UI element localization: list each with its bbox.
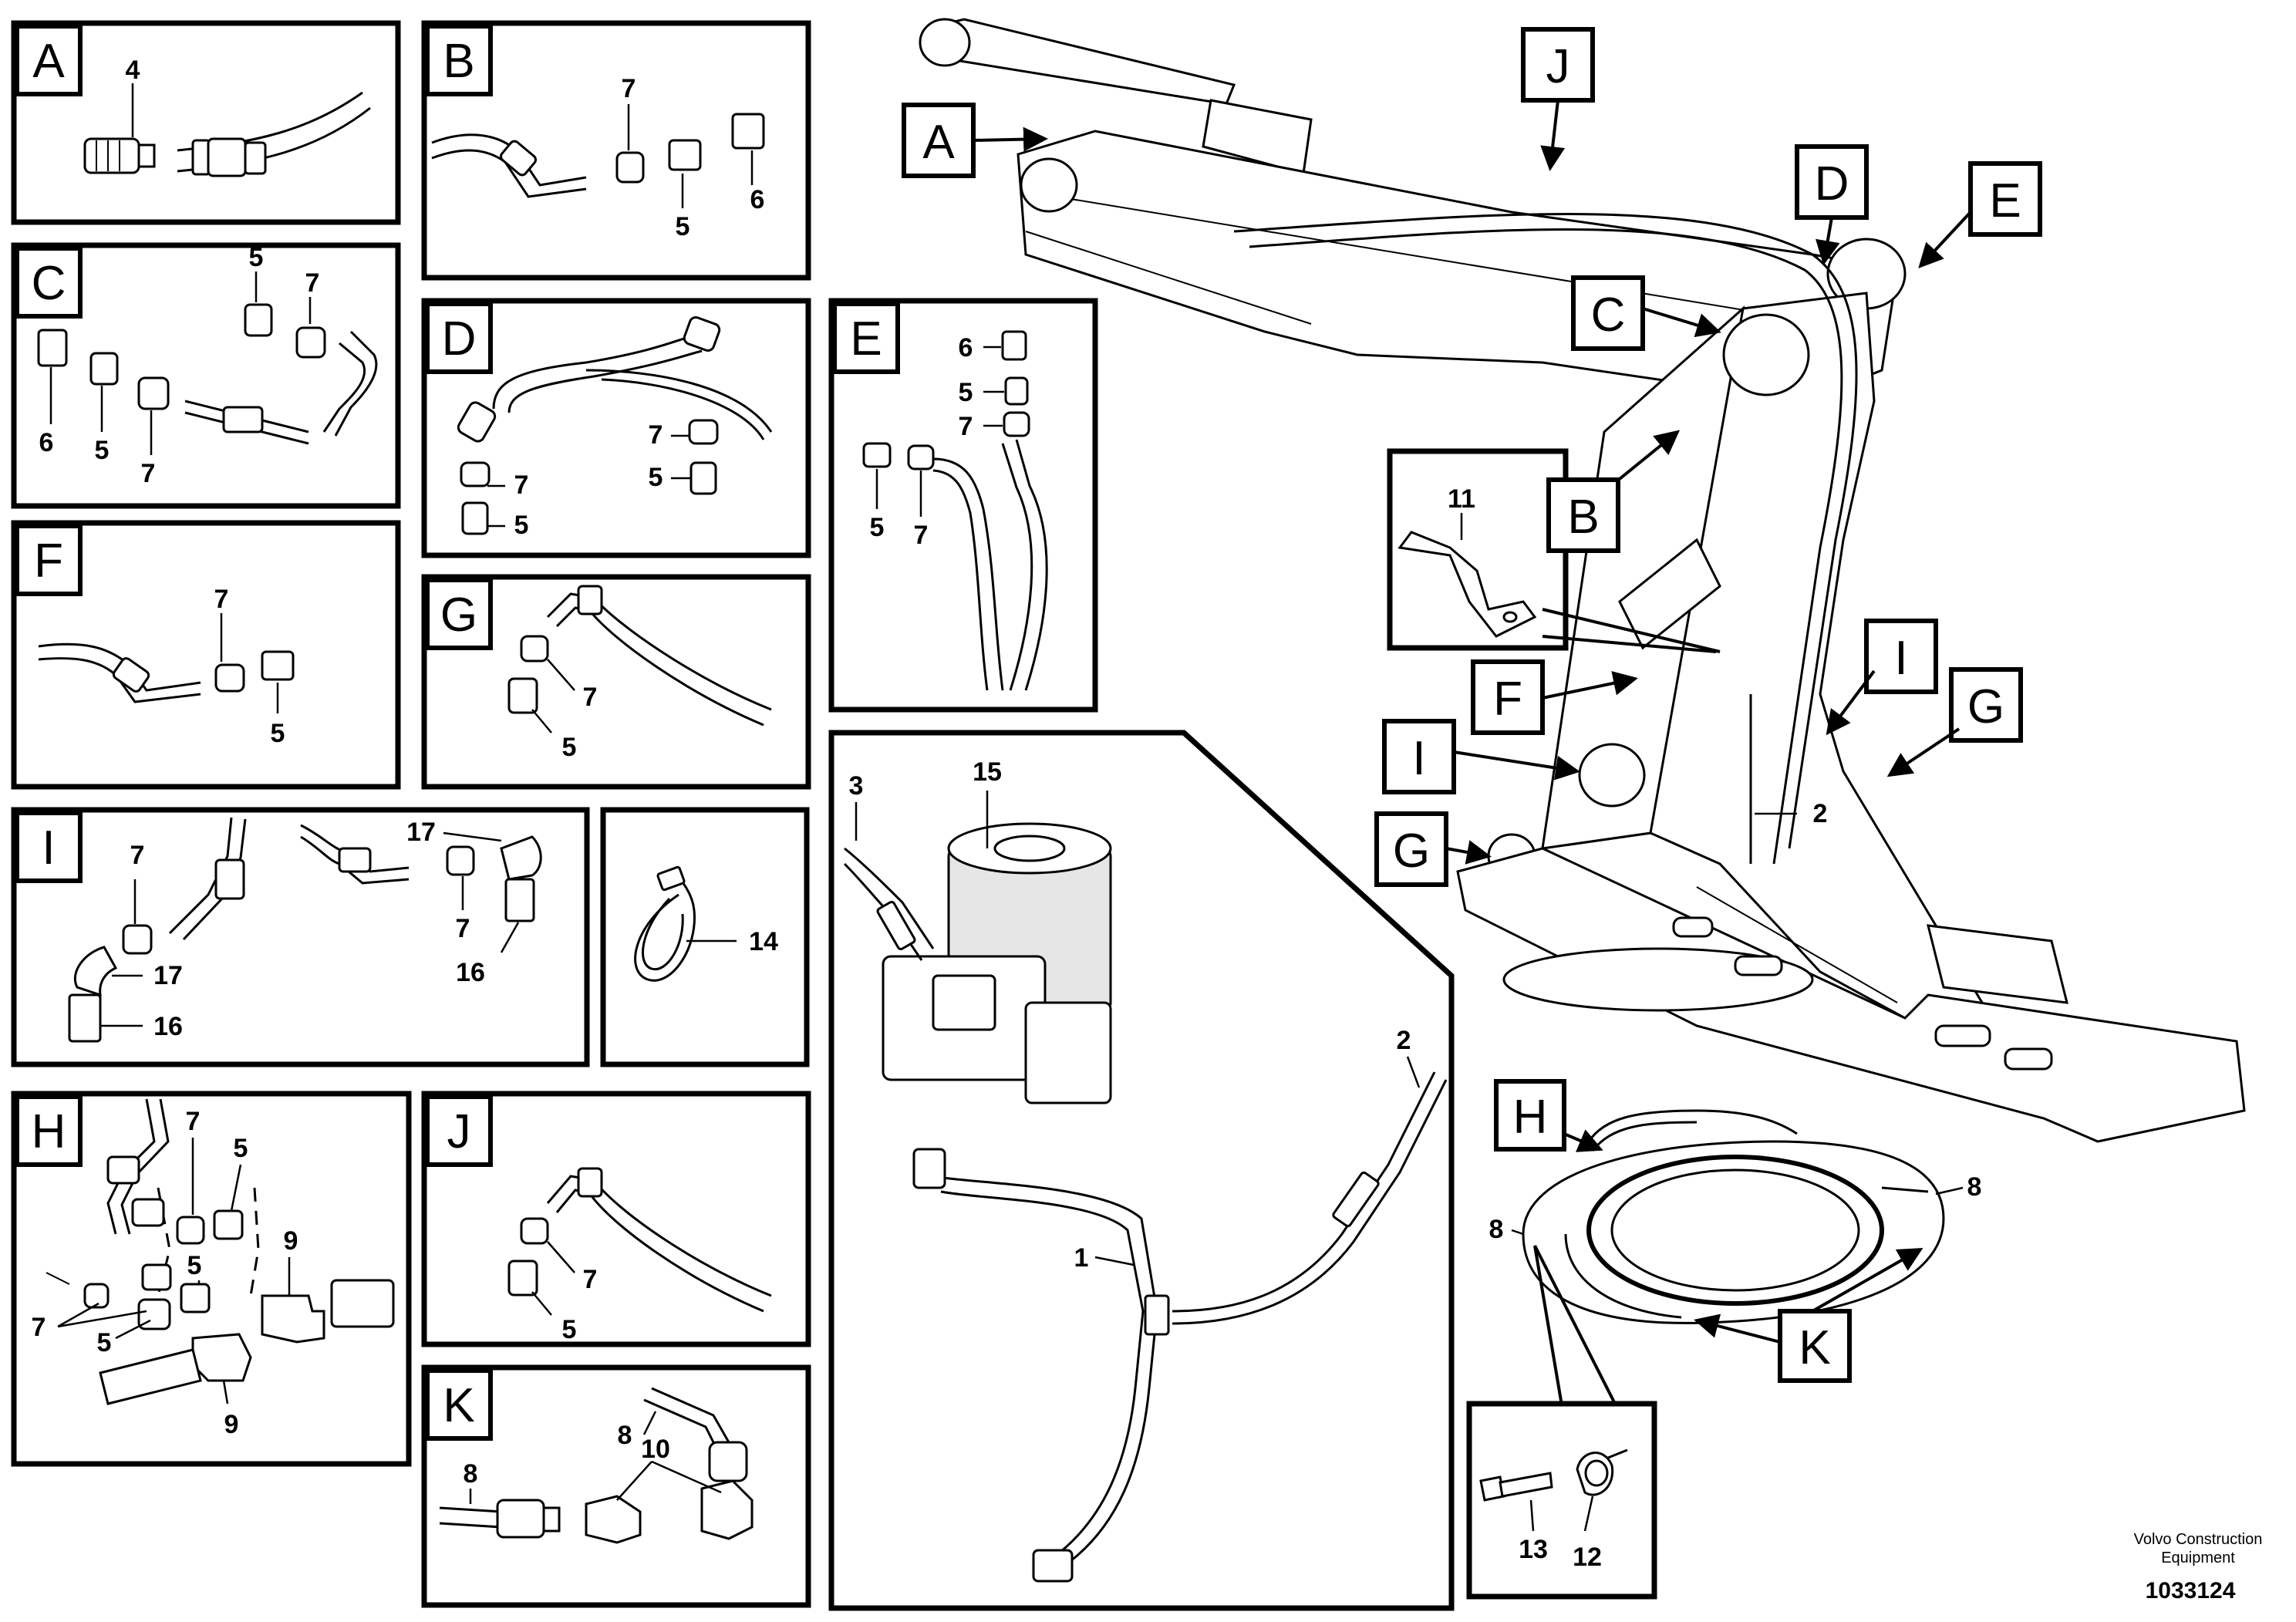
item-7: 7: [914, 521, 929, 550]
item-7: 7: [141, 459, 156, 488]
panel-f-letter: F: [34, 534, 63, 588]
item-7: 7: [959, 412, 973, 441]
callout-k: K: [1799, 1321, 1830, 1374]
item-15: 15: [973, 757, 1002, 787]
callout-d: D: [1815, 157, 1849, 211]
panel-b: B 7 5 6: [421, 20, 811, 281]
item-8: 8: [464, 1459, 478, 1489]
panel-g: G 7 5: [421, 574, 811, 790]
item-7: 7: [649, 420, 663, 450]
panel-b-letter: B: [443, 35, 474, 88]
item-17: 17: [406, 818, 436, 847]
clip-item-12: 12: [1573, 1543, 1602, 1572]
footer-line-1: Volvo Construction: [2134, 1531, 2263, 1548]
panel-c-letter: C: [32, 257, 66, 310]
item-4: 4: [126, 56, 140, 85]
main-callouts: A J D E C B F I I G G: [902, 27, 2042, 887]
item-16: 16: [456, 958, 485, 987]
ring-item-8-right: 8: [1967, 1172, 1982, 1202]
item-6: 6: [750, 185, 765, 214]
footer-line-2: Equipment: [2161, 1549, 2235, 1566]
item-5: 5: [97, 1328, 112, 1357]
item-7: 7: [583, 683, 598, 712]
panel-a: A 4: [11, 20, 401, 225]
item-5: 5: [959, 378, 973, 407]
clip-item-13: 13: [1519, 1535, 1548, 1564]
panel-k-letter: K: [443, 1379, 474, 1432]
panel-i-letter: I: [42, 821, 55, 875]
panel-h-letter: H: [32, 1105, 66, 1158]
item-9: 9: [224, 1410, 239, 1439]
item-5: 5: [187, 1251, 202, 1280]
panel-e-letter: E: [850, 312, 882, 366]
item-7: 7: [583, 1265, 598, 1294]
callout-g-right: G: [1967, 680, 2004, 733]
item-5: 5: [676, 212, 690, 241]
panel-lube-pump: 15 3 2 1: [828, 730, 1455, 1611]
item-5: 5: [249, 243, 264, 272]
document-number: 1033124: [2146, 1578, 2236, 1603]
item-16: 16: [153, 1012, 183, 1041]
callout-j: J: [1546, 40, 1570, 93]
item-5: 5: [562, 1315, 577, 1344]
item-14: 14: [749, 927, 778, 956]
item-1: 1: [1074, 1243, 1089, 1273]
panel-h: H 7 5 5 9 7 5 9: [11, 1091, 412, 1467]
item-7: 7: [130, 841, 145, 870]
callout-a: A: [922, 116, 955, 169]
panel-a-letter: A: [32, 35, 65, 88]
panel-g-letter: G: [440, 588, 477, 642]
item-8: 8: [618, 1421, 632, 1450]
item-7: 7: [456, 914, 470, 943]
swing-ring: 8 8 H K 13 12: [1466, 1079, 1982, 1600]
panel-i: I 7 17 16 17 7 16: [11, 807, 590, 1067]
item-7: 7: [514, 470, 529, 500]
callout-h: H: [1513, 1091, 1548, 1144]
item-6: 6: [959, 333, 973, 363]
ring-item-8-left: 8: [1489, 1215, 1504, 1244]
item-7: 7: [622, 74, 636, 103]
callout-b: B: [1567, 491, 1599, 544]
item-3: 3: [849, 771, 864, 801]
panel-cable-tie: 14: [600, 807, 810, 1067]
item-2: 2: [1397, 1026, 1411, 1055]
panel-e: E 6 5 7 5 7: [828, 298, 1098, 713]
item-9: 9: [284, 1226, 298, 1256]
item-7: 7: [305, 268, 320, 298]
item-5: 5: [271, 719, 285, 748]
item-10: 10: [641, 1435, 670, 1464]
panel-j-letter: J: [447, 1105, 471, 1158]
callout-c: C: [1591, 288, 1626, 342]
item-5: 5: [514, 511, 529, 540]
panel-k: K 8 8 10: [421, 1364, 811, 1608]
panel-d: D 7 5 7 5: [421, 298, 811, 558]
item-5: 5: [870, 513, 885, 542]
item-5: 5: [234, 1134, 248, 1163]
panel-j: J 7 5: [421, 1091, 811, 1347]
item-5: 5: [95, 436, 110, 465]
main-item-2: 2: [1813, 799, 1828, 828]
main-illustration: 2 11: [919, 18, 2246, 1143]
item-6: 6: [39, 428, 54, 457]
callout-i-left: I: [1412, 732, 1425, 785]
panel-d-letter: D: [442, 312, 477, 366]
panel-f: F 7 5: [11, 520, 401, 790]
item-5: 5: [562, 733, 577, 762]
callout-f: F: [1493, 673, 1522, 726]
item-7: 7: [32, 1313, 46, 1342]
item-7: 7: [214, 585, 229, 614]
callout-g-left: G: [1393, 824, 1430, 878]
panel-c: C 5 7 6 5 7: [11, 242, 401, 509]
bracket-item-11: 11: [1448, 484, 1475, 514]
item-7: 7: [186, 1107, 201, 1136]
footer: Volvo Construction Equipment 1033124: [2134, 1531, 2263, 1603]
item-5: 5: [649, 463, 663, 492]
item-17: 17: [153, 961, 183, 990]
callout-e: E: [1989, 174, 2021, 228]
callout-i-right: I: [1894, 632, 1907, 685]
